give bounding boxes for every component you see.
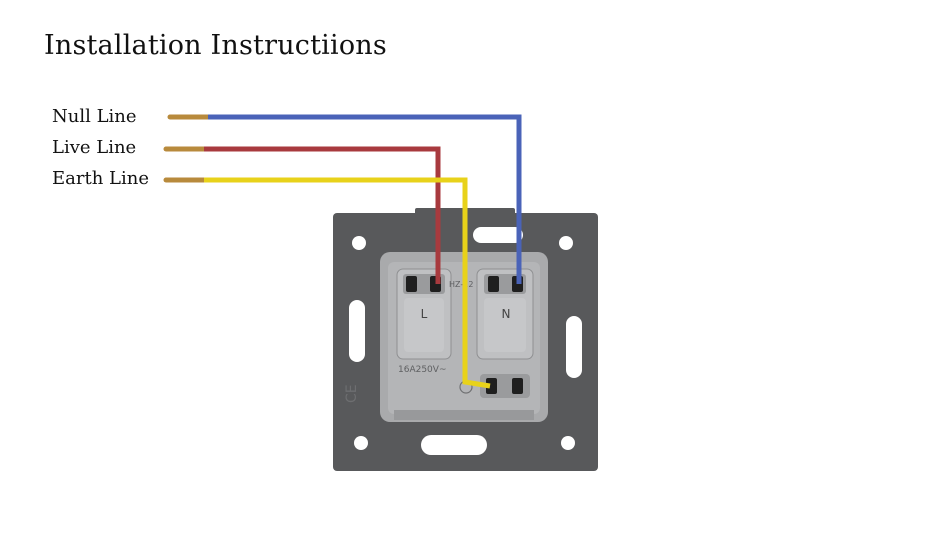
mounting-slot: [421, 435, 487, 455]
terminal-l-letter: L: [421, 307, 428, 321]
terminal-l: L: [396, 268, 452, 360]
mounting-hole: [352, 236, 366, 250]
mounting-slot: [349, 300, 365, 362]
mounting-hole: [559, 236, 573, 250]
earth-line-label: Earth Line: [52, 168, 149, 189]
earth-line-wire: [163, 177, 491, 389]
ce-mark: CE: [344, 384, 360, 403]
null-line-wire: [167, 114, 522, 284]
terminal-n: N: [476, 268, 534, 360]
model-text: HZ-12: [449, 280, 473, 289]
mounting-hole: [561, 436, 575, 450]
mounting-hole: [354, 436, 368, 450]
terminal-earth: [459, 374, 530, 398]
mounting-slot: [473, 227, 523, 243]
mounting-slot: [566, 316, 582, 378]
live-line-wire: [163, 146, 441, 284]
terminal-n-letter: N: [502, 307, 511, 321]
live-line-label: Live Line: [52, 137, 137, 158]
null-line-label: Null Line: [52, 106, 137, 127]
page-title: Installation Instructiions: [44, 30, 387, 61]
rating-text: 16A250V~: [398, 365, 447, 375]
